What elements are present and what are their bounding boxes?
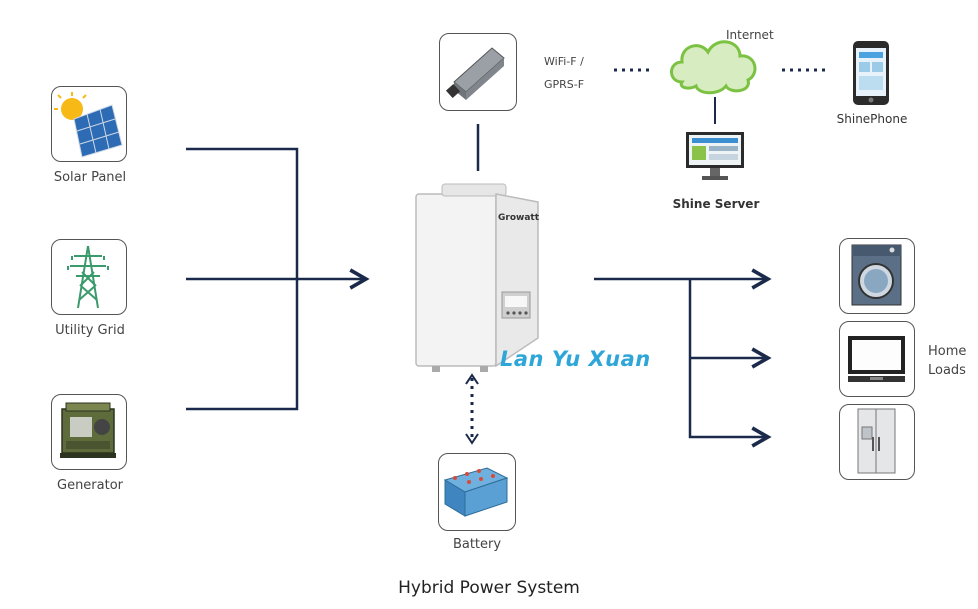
power-tower-icon <box>67 245 109 309</box>
output-arrow-fridge <box>688 279 772 448</box>
internet-cloud-icon <box>670 40 757 95</box>
inverter-brand-label: Growatt <box>498 213 540 223</box>
home-loads-label-line2: Loads <box>928 363 966 378</box>
watermark-text: Lan Yu Xuan <box>500 347 651 371</box>
television-tile <box>839 321 915 397</box>
television-icon <box>848 336 905 382</box>
inverter-icon <box>415 183 539 372</box>
server-monitor-icon <box>686 132 744 180</box>
battery-icon <box>443 467 509 517</box>
battery-label: Battery <box>452 537 502 552</box>
washing-machine-tile <box>839 238 915 314</box>
refrigerator-icon <box>857 408 896 474</box>
wifi-label-line1: WiFi-F / <box>544 55 584 68</box>
solar-panel-label: Solar Panel <box>53 170 127 185</box>
generator-label: Generator <box>56 478 124 493</box>
utility-grid-label: Utility Grid <box>55 323 125 338</box>
generator-tile <box>51 394 127 470</box>
washing-machine-icon <box>851 244 902 306</box>
home-loads-label-line1: Home <box>928 344 967 359</box>
generator-icon <box>60 402 116 458</box>
solar-panel-tile <box>51 86 127 162</box>
solar-panel-icon <box>54 92 123 158</box>
shine-server-label: Shine Server <box>672 197 760 211</box>
internet-label: Internet <box>726 28 774 42</box>
usb-dongle-icon <box>445 47 505 100</box>
smartphone-icon <box>853 41 889 105</box>
battery-tile <box>438 453 516 531</box>
refrigerator-tile <box>839 404 915 480</box>
wifi-label-line2: GPRS-F <box>544 78 585 91</box>
utility-grid-tile <box>51 239 127 315</box>
wifi-dongle-tile <box>439 33 517 111</box>
diagram-caption: Hybrid Power System <box>398 578 580 598</box>
shinephone-label: ShinePhone <box>836 112 908 126</box>
